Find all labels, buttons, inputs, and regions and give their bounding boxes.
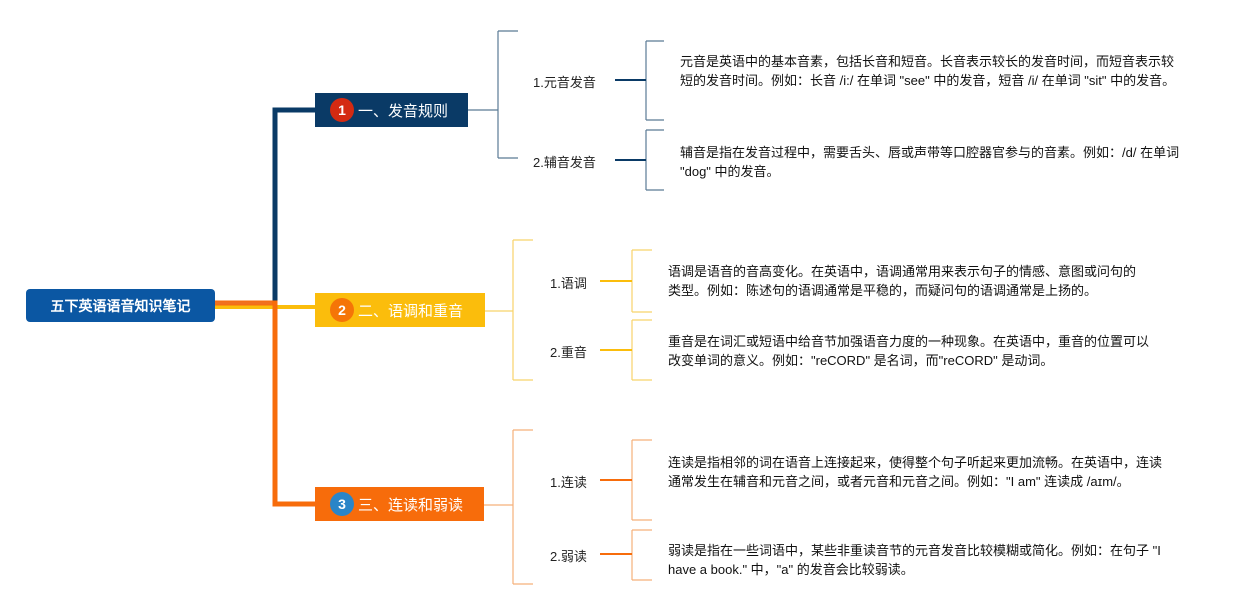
leaf-linking-text: 连读是指相邻的词在语音上连接起来，使得整个句子听起来更加流畅。在英语中，连读通常… xyxy=(668,455,1163,489)
root-label: 五下英语语音知识笔记 xyxy=(50,297,191,314)
leaf-weak-forms-text: 弱读是指在一些词语中，某些非重读音节的元音发音比较模糊或简化。例如：在句子 "I… xyxy=(668,543,1161,577)
leaf-intonation-text: 语调是语音的音高变化。在英语中，语调通常用来表示句子的情感、意图或问句的类型。例… xyxy=(668,264,1137,298)
sub-intonation[interactable]: 1.语调 xyxy=(550,276,587,291)
branch-intonation-stress[interactable]: 2 二、语调和重音 xyxy=(315,293,485,327)
leaf-vowel-text: 元音是英语中的基本音素，包括长音和短音。长音表示较长的发音时间，而短音表示较短的… xyxy=(680,54,1176,88)
branch-pronunciation-rules[interactable]: 1 一、发音规则 xyxy=(315,93,468,127)
sub-linking[interactable]: 1.连读 xyxy=(550,475,587,490)
branch-linking-weak-forms[interactable]: 3 三、连读和弱读 xyxy=(315,487,484,521)
branch-label: 三、连读和弱读 xyxy=(358,496,464,514)
number-badge-2: 2 xyxy=(330,298,354,322)
sub-weak-forms[interactable]: 2.弱读 xyxy=(550,549,587,564)
leaf-stress-text: 重音是在词汇或短语中给音节加强语音力度的一种现象。在英语中，重音的位置可以改变单… xyxy=(668,334,1150,368)
connector-b3-bracket xyxy=(484,429,533,585)
connector-root-branch3 xyxy=(215,300,315,507)
root-node[interactable]: 五下英语语音知识笔记 xyxy=(26,289,215,322)
leaf-consonant-text: 辅音是指在发音过程中，需要舌头、唇或声带等口腔器官参与的音素。例如：/d/ 在单… xyxy=(680,145,1180,179)
sub-vowel-pronunciation[interactable]: 1.元音发音 xyxy=(533,75,596,90)
branch-label: 二、语调和重音 xyxy=(358,302,464,320)
connector-b1-bracket xyxy=(468,30,518,159)
number-badge-1: 1 xyxy=(330,98,354,122)
sub-stress[interactable]: 2.重音 xyxy=(550,345,587,360)
branch-label: 一、发音规则 xyxy=(358,102,449,120)
number-badge-3: 3 xyxy=(330,492,354,516)
connector-root-branch1 xyxy=(215,107,315,308)
sub-consonant-pronunciation[interactable]: 2.辅音发音 xyxy=(533,155,596,170)
connector-b2-bracket xyxy=(485,239,533,381)
